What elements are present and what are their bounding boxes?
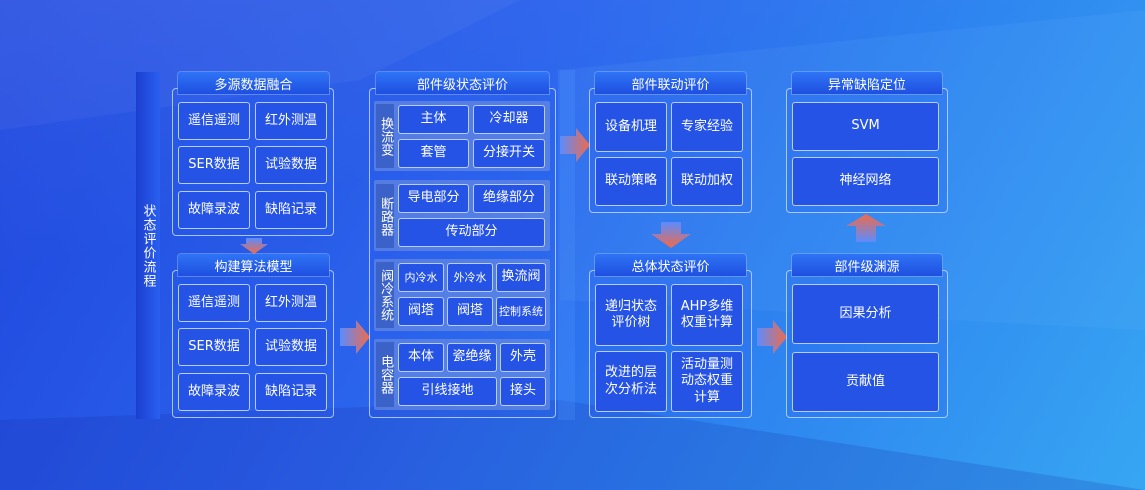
cell-defect-record: 缺陷记录 (255, 373, 327, 411)
cell-cooler: 冷却器 (473, 105, 545, 134)
cell-recursive-tree: 递归状态 评价树 (595, 284, 667, 346)
cell-telemetry: 遥信遥测 (178, 284, 250, 322)
cell-control-system: 控制系统 (496, 297, 546, 326)
cell-converter-valve: 换流阀 (496, 263, 546, 292)
cell-improved-ahp: 改进的层 次分析法 (595, 351, 667, 412)
group-label: 阀冷系统 (376, 262, 394, 328)
cell-infrared: 红外测温 (255, 102, 327, 140)
cell-valve-tower: 阀塔 (398, 297, 444, 326)
cell-expert-experience: 专家经验 (671, 102, 743, 152)
cell-lead-grounding: 引线接地 (398, 377, 497, 406)
cell-transmission: 传动部分 (398, 218, 545, 247)
cell-neural-network: 神经网络 (792, 157, 939, 206)
flow-title-bar: 状态评价流程 (136, 72, 160, 419)
cell-ahp-weighting: AHP多维 权重计算 (671, 284, 743, 346)
cell-fault-record: 故障录波 (178, 373, 250, 411)
flow-title: 状态评价流程 (140, 203, 156, 288)
cell-ser: SER数据 (178, 146, 250, 184)
cell-infrared: 红外测温 (255, 284, 327, 322)
cell-capacitor-body: 本体 (398, 343, 444, 372)
cell-test-data: 试验数据 (255, 146, 327, 184)
cell-main-body: 主体 (398, 105, 469, 134)
cell-ser: SER数据 (178, 328, 250, 366)
cell-contribution: 贡献值 (792, 352, 939, 412)
arrow-down-icon (651, 222, 691, 248)
arrow-down-icon (240, 238, 268, 254)
arrow-right-icon (757, 320, 787, 354)
panel-build-model-title: 构建算法模型 (178, 254, 329, 276)
cell-insulation: 绝缘部分 (473, 184, 545, 213)
cell-test-data: 试验数据 (255, 328, 327, 366)
cell-defect-record: 缺陷记录 (255, 191, 327, 229)
cell-joint: 接头 (500, 377, 546, 406)
cell-fault-record: 故障录波 (178, 191, 250, 229)
cell-inner-water: 内冷水 (398, 263, 444, 292)
cell-tap-changer: 分接开关 (473, 139, 545, 168)
cell-linkage-weighting: 联动加权 (671, 157, 743, 206)
cell-outer-water: 外冷水 (447, 263, 493, 292)
panel-defect-localization-title: 异常缺陷定位 (792, 72, 942, 94)
arrow-right-icon (340, 320, 370, 354)
group-label: 电容器 (376, 342, 394, 407)
panel-multi-source-fusion-title: 多源数据融合 (178, 72, 329, 94)
panel-component-evaluation-title: 部件级状态评价 (376, 72, 549, 94)
arrow-up-icon (846, 214, 886, 242)
cell-valve-tower: 阀塔 (447, 297, 493, 326)
cell-svm: SVM (792, 102, 939, 151)
cell-linkage-strategy: 联动策略 (595, 157, 667, 206)
cell-bushing: 套管 (398, 139, 469, 168)
group-label: 断路器 (376, 184, 394, 248)
cell-causal-analysis: 因果分析 (792, 284, 939, 344)
cell-dynamic-weight: 活动量测 动态权重 计算 (671, 351, 743, 412)
cell-conductive: 导电部分 (398, 184, 469, 213)
arrow-right-icon (560, 128, 590, 162)
cell-telemetry: 遥信遥测 (178, 102, 250, 140)
cell-equipment-mechanism: 设备机理 (595, 102, 667, 152)
cell-shell: 外壳 (500, 343, 546, 372)
panel-linkage-evaluation-title: 部件联动评价 (595, 72, 746, 94)
panel-component-tracing-title: 部件级渊源 (792, 254, 942, 276)
group-label: 换流变 (376, 104, 394, 168)
panel-overall-evaluation-title: 总体状态评价 (595, 254, 746, 276)
cell-porcelain-insulation: 瓷绝缘 (447, 343, 497, 372)
